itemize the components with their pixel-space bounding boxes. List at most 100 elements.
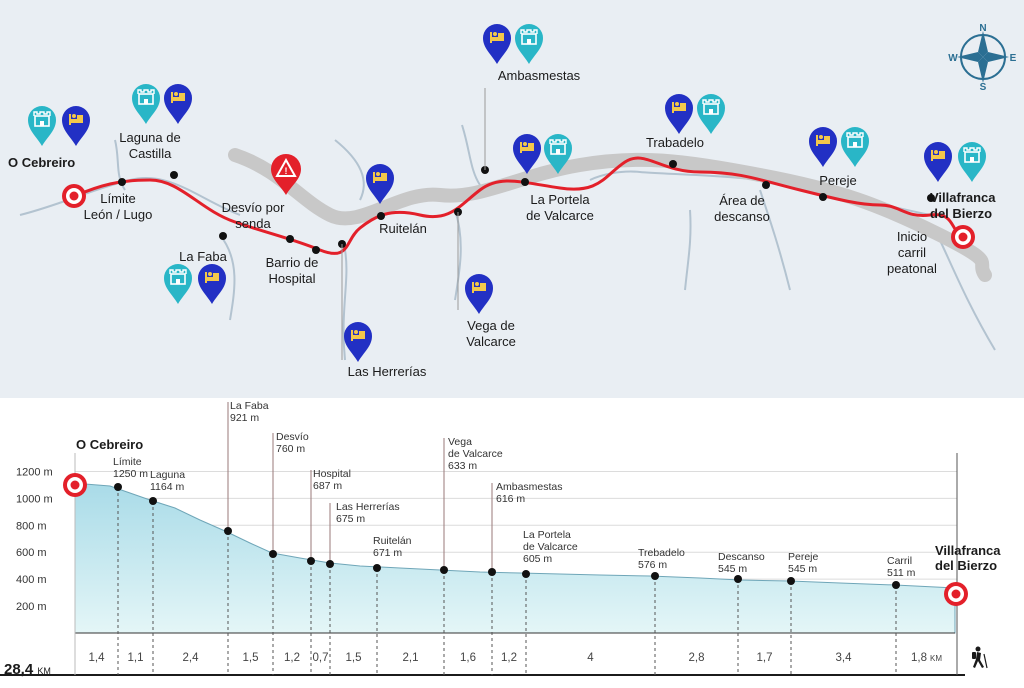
elevation-area [74, 483, 956, 634]
y-tick-label: 1200 m [16, 466, 53, 478]
waypoint-label-herrerias: Las Herrerías [348, 364, 427, 379]
compass-n: N [979, 23, 986, 34]
waypoint-dot-limite [118, 178, 126, 186]
segment-distance: 1,1 [128, 652, 144, 664]
segment-distance: 1,4 [89, 652, 106, 664]
warning-pin-icon: ! [271, 154, 301, 195]
profile-dot-portela [522, 570, 530, 578]
waypoint-dot-area [762, 181, 770, 189]
compass-s: S [980, 82, 987, 93]
profile-dot-limite [114, 483, 122, 491]
waypoint-dot-lafaba [219, 232, 227, 240]
segment-distance: 2,8 [689, 652, 705, 664]
waypoint-dot-laguna [170, 171, 178, 179]
profile-start-label: O Cebreiro [76, 437, 143, 452]
albergue-pin-icon [515, 24, 543, 64]
albergue-pin-icon [841, 127, 869, 167]
map-end-label-2: del Bierzo [930, 206, 992, 221]
route-line [74, 156, 963, 255]
waypoint-dot-portela [521, 178, 529, 186]
profile-dot-pereje [787, 577, 795, 585]
hotel-pin-icon [164, 84, 192, 124]
compass: N S E W [948, 23, 1016, 93]
profile-start-target-icon [63, 473, 87, 497]
svg-text:!: ! [285, 166, 288, 176]
hiker-icon [972, 646, 988, 669]
highway [228, 148, 992, 282]
profile-end-target-icon [944, 582, 968, 606]
segment-distance: 1,5 [346, 652, 362, 664]
hotel-pin-icon [665, 94, 693, 134]
segment-distance: 1,7 [757, 652, 773, 664]
segment-distance: 3,4 [836, 652, 853, 664]
profile-dot-lafaba [224, 527, 232, 535]
y-tick-label: 600 m [16, 547, 47, 559]
profile-dot-desvio [269, 550, 277, 558]
service-pins [28, 24, 986, 362]
segment-distance: 4 [587, 652, 594, 664]
segment-distance: 1,6 [460, 652, 476, 664]
profile-end-label-2: del Bierzo [935, 558, 997, 573]
compass-e: E [1010, 53, 1017, 64]
hotel-pin-icon [924, 142, 952, 182]
map-end-label-1: Villafranca [930, 190, 996, 205]
segment-distance: 1,2 [284, 652, 300, 664]
waypoint-dot-inicio [927, 194, 935, 202]
profile-dot-ruitelan [373, 564, 381, 572]
albergue-pin-icon [132, 84, 160, 124]
segment-distance: 1,2 [501, 652, 517, 664]
profile-dot-hospital [307, 557, 315, 565]
albergue-pin-icon [958, 142, 986, 182]
hotel-pin-icon [344, 322, 372, 362]
hotel-pin-icon [513, 134, 541, 174]
hotel-pin-icon [809, 127, 837, 167]
compass-w: W [948, 53, 958, 64]
segment-distance: 2,4 [183, 652, 200, 664]
profile-dot-vega [440, 566, 448, 574]
waypoint-dot-hospital [312, 246, 320, 254]
albergue-pin-icon [28, 106, 56, 146]
route-map: N S E W O Cebreiro Villafranca del Bierz… [0, 0, 1024, 398]
y-tick-label: 1000 m [16, 493, 53, 505]
waypoint-label-trabadelo: Trabadelo [646, 135, 704, 150]
waypoint-dot-ruitelan [377, 212, 385, 220]
leader-lines [341, 88, 486, 360]
hotel-pin-icon [62, 106, 90, 146]
waypoint-label-ambasmestas: Ambasmestas [498, 68, 581, 83]
albergue-pin-icon [544, 134, 572, 174]
profile-dot-laguna [149, 497, 157, 505]
waypoint-dot-pereje [819, 193, 827, 201]
profile-dot-descanso [734, 575, 742, 583]
total-distance: 28,4 KM [4, 661, 51, 678]
waypoint-label-pereje: Pereje [819, 173, 857, 188]
hotel-pin-icon [483, 24, 511, 64]
waypoints [118, 160, 935, 254]
segment-distance: 1,5 [243, 652, 259, 664]
